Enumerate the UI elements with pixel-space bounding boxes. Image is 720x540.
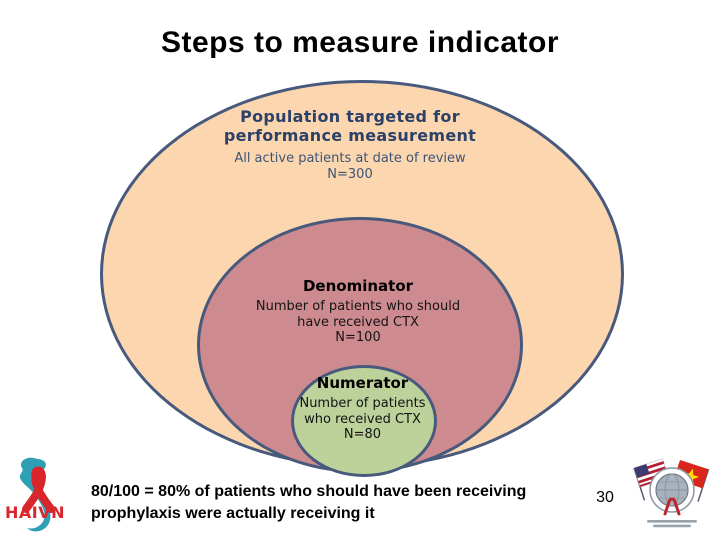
population-heading-line1: Population targeted for: [240, 107, 460, 126]
population-heading: Population targeted for performance meas…: [170, 107, 530, 145]
denominator-heading: Denominator: [302, 277, 414, 295]
seal-ribbon-icon: [663, 497, 681, 516]
denominator-body: Number of patients who should have recei…: [208, 299, 508, 346]
aids-ribbon-right-tail: [31, 472, 55, 513]
population-body-line1: All active patients at date of review: [234, 151, 466, 166]
population-n-value: N=300: [327, 167, 373, 182]
seal-caption-line2: [653, 524, 691, 528]
denominator-body-line1: Number of patients who should: [255, 299, 461, 314]
denominator-label-group: Denominator Number of patients who shoul…: [208, 277, 508, 346]
numerator-heading: Numerator: [316, 374, 409, 392]
population-label-group: Population targeted for performance meas…: [170, 107, 530, 183]
population-heading-line2: performance measurement: [223, 126, 477, 145]
page-number: 30: [596, 489, 614, 506]
footer-statement-line2: prophylaxis were actually receiving it: [91, 505, 375, 522]
footer-statement-line1: 80/100 = 80% of patients who should have…: [91, 483, 527, 500]
haivn-logo-label: HAIVN: [5, 503, 65, 522]
population-body: All active patients at date of review N=…: [170, 151, 530, 183]
haivn-logo: HAIVN: [5, 457, 65, 532]
vietnam-star: [682, 468, 700, 486]
partnership-seal-logo: [633, 458, 710, 528]
slide-title: Steps to measure indicator: [160, 26, 560, 59]
numerator-body: Number of patients who received CTX N=80: [270, 396, 455, 443]
footer-statement: 80/100 = 80% of patients who should have…: [91, 481, 596, 525]
numerator-ellipse: [291, 365, 437, 477]
denominator-body-line2: have received CTX: [297, 314, 419, 330]
numerator-body-line2: who received CTX: [304, 411, 421, 427]
denominator-n-value: N=100: [335, 330, 381, 345]
numerator-label-group: Numerator Number of patients who receive…: [270, 374, 455, 443]
numerator-body-line1: Number of patients: [299, 396, 426, 411]
numerator-n-value: N=80: [343, 427, 382, 442]
seal-caption-line1: [647, 520, 697, 523]
